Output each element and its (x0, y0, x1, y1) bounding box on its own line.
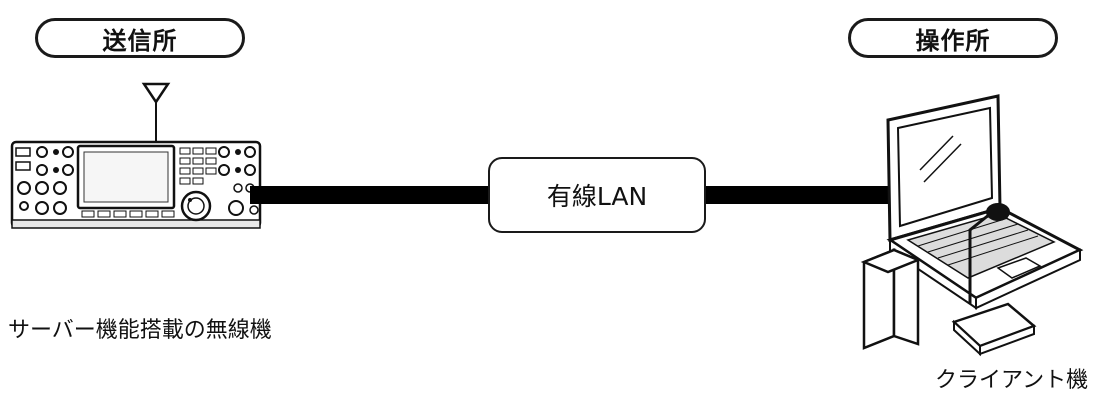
cable-right (705, 186, 900, 204)
wired-lan-label: 有線LAN (546, 182, 648, 211)
client-caption: クライアント機 (935, 368, 1089, 393)
operator-site-label: 操作所 (848, 18, 1058, 58)
wired-lan-box: 有線LAN (488, 157, 706, 233)
transceiver-icon (10, 140, 262, 229)
transmitter-site-label: 送信所 (35, 18, 245, 58)
antenna-icon (141, 82, 171, 142)
laptop-icon (860, 94, 1084, 357)
cable-left (250, 186, 490, 204)
radio-caption: サーバー機能搭載の無線機 (8, 318, 272, 343)
